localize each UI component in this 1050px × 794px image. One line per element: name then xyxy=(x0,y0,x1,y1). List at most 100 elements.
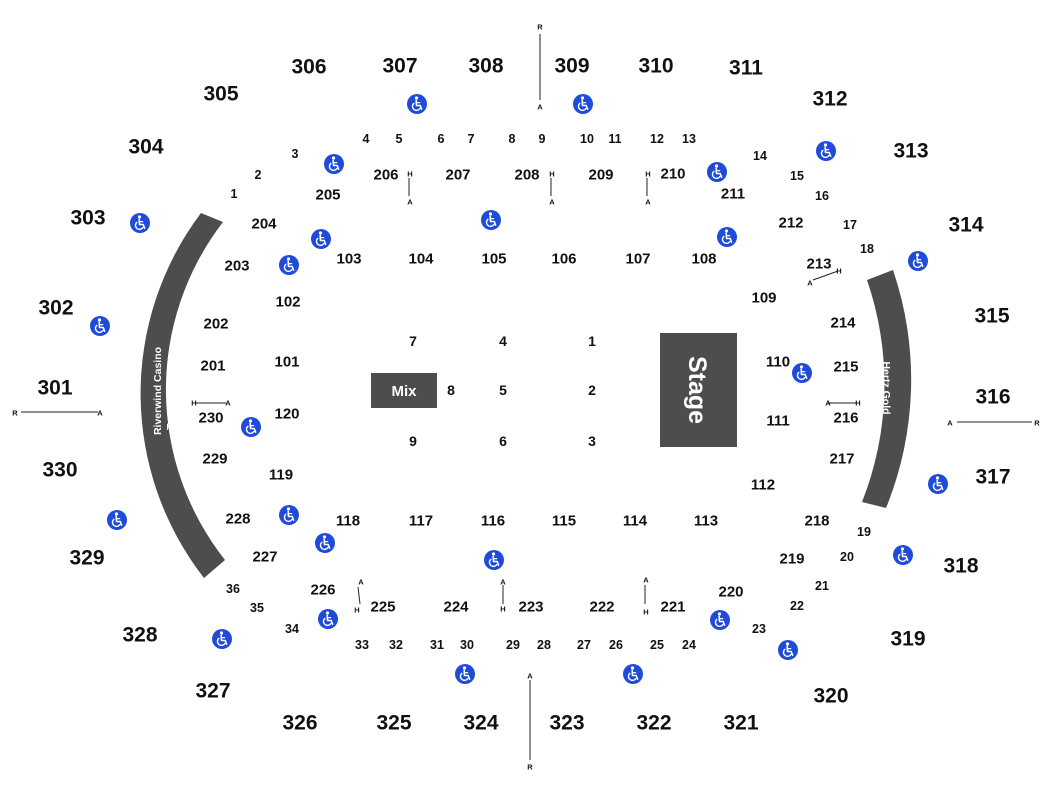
row-section-35[interactable]: 35 xyxy=(250,601,264,615)
row-section-22[interactable]: 22 xyxy=(790,599,804,613)
section-106[interactable]: 106 xyxy=(551,251,576,268)
row-section-36[interactable]: 36 xyxy=(226,582,240,596)
row-section-32[interactable]: 32 xyxy=(389,638,403,652)
row-section-33[interactable]: 33 xyxy=(355,638,369,652)
row-section-11[interactable]: 11 xyxy=(608,132,621,146)
section-225[interactable]: 225 xyxy=(370,599,395,616)
row-section-13[interactable]: 13 xyxy=(682,132,696,146)
section-227[interactable]: 227 xyxy=(252,549,277,566)
section-211[interactable]: 211 xyxy=(721,186,745,203)
section-214[interactable]: 214 xyxy=(830,315,856,332)
section-317[interactable]: 317 xyxy=(975,466,1010,489)
section-204[interactable]: 204 xyxy=(251,216,277,233)
row-section-15[interactable]: 15 xyxy=(790,169,804,183)
floor-section-7[interactable]: 7 xyxy=(409,333,417,349)
section-301[interactable]: 301 xyxy=(37,377,72,400)
row-section-24[interactable]: 24 xyxy=(682,638,696,652)
floor-section-1[interactable]: 1 xyxy=(588,333,596,349)
section-308[interactable]: 308 xyxy=(468,55,503,78)
row-section-6[interactable]: 6 xyxy=(438,132,445,146)
section-315[interactable]: 315 xyxy=(974,305,1009,328)
row-section-17[interactable]: 17 xyxy=(843,218,857,232)
row-section-28[interactable]: 28 xyxy=(537,638,551,652)
row-section-8[interactable]: 8 xyxy=(509,132,516,146)
row-section-19[interactable]: 19 xyxy=(857,525,871,539)
section-302[interactable]: 302 xyxy=(38,297,73,320)
row-section-20[interactable]: 20 xyxy=(840,550,854,564)
floor-section-2[interactable]: 2 xyxy=(588,382,596,398)
section-224[interactable]: 224 xyxy=(443,599,469,616)
right-terrace-lounge[interactable] xyxy=(862,270,912,508)
section-303[interactable]: 303 xyxy=(70,207,105,230)
floor-section-3[interactable]: 3 xyxy=(588,433,596,449)
section-309[interactable]: 309 xyxy=(554,55,589,78)
section-318[interactable]: 318 xyxy=(943,555,978,578)
section-116[interactable]: 116 xyxy=(481,513,505,530)
row-section-26[interactable]: 26 xyxy=(609,638,623,652)
floor-section-6[interactable]: 6 xyxy=(499,433,507,449)
floor-section-8[interactable]: 8 xyxy=(447,382,455,398)
section-208[interactable]: 208 xyxy=(514,167,539,184)
section-327[interactable]: 327 xyxy=(195,680,230,703)
section-310[interactable]: 310 xyxy=(638,55,673,78)
section-221[interactable]: 221 xyxy=(660,599,685,616)
section-316[interactable]: 316 xyxy=(975,386,1010,409)
section-319[interactable]: 319 xyxy=(890,628,925,651)
row-section-5[interactable]: 5 xyxy=(396,132,403,146)
section-215[interactable]: 215 xyxy=(833,359,858,376)
section-101[interactable]: 101 xyxy=(274,354,299,371)
section-313[interactable]: 313 xyxy=(893,140,928,163)
section-322[interactable]: 322 xyxy=(636,712,671,735)
section-210[interactable]: 210 xyxy=(660,166,685,183)
floor-section-9[interactable]: 9 xyxy=(409,433,417,449)
section-212[interactable]: 212 xyxy=(778,215,803,232)
section-307[interactable]: 307 xyxy=(382,55,417,78)
section-217[interactable]: 217 xyxy=(829,451,854,468)
section-229[interactable]: 229 xyxy=(202,451,227,468)
row-section-2[interactable]: 2 xyxy=(255,168,262,182)
section-228[interactable]: 228 xyxy=(225,511,250,528)
section-330[interactable]: 330 xyxy=(42,459,77,482)
section-305[interactable]: 305 xyxy=(203,83,238,106)
section-110[interactable]: 110 xyxy=(766,354,790,371)
section-109[interactable]: 109 xyxy=(751,290,776,307)
row-section-23[interactable]: 23 xyxy=(752,622,766,636)
row-section-27[interactable]: 27 xyxy=(577,638,591,652)
section-216[interactable]: 216 xyxy=(833,410,858,427)
section-222[interactable]: 222 xyxy=(589,599,614,616)
section-105[interactable]: 105 xyxy=(481,251,506,268)
row-section-31[interactable]: 31 xyxy=(430,638,444,652)
section-321[interactable]: 321 xyxy=(723,712,758,735)
left-terrace-lounge[interactable] xyxy=(140,213,225,578)
section-104[interactable]: 104 xyxy=(408,251,434,268)
section-117[interactable]: 117 xyxy=(409,513,433,530)
section-219[interactable]: 219 xyxy=(779,551,804,568)
section-324[interactable]: 324 xyxy=(463,712,498,735)
section-203[interactable]: 203 xyxy=(224,258,249,275)
section-220[interactable]: 220 xyxy=(718,584,743,601)
section-218[interactable]: 218 xyxy=(804,513,829,530)
section-320[interactable]: 320 xyxy=(813,685,848,708)
section-325[interactable]: 325 xyxy=(376,712,411,735)
section-329[interactable]: 329 xyxy=(69,547,104,570)
section-111[interactable]: 111 xyxy=(766,413,789,430)
section-304[interactable]: 304 xyxy=(128,136,163,159)
row-section-16[interactable]: 16 xyxy=(815,189,829,203)
section-323[interactable]: 323 xyxy=(549,712,584,735)
section-311[interactable]: 311 xyxy=(729,57,763,80)
section-328[interactable]: 328 xyxy=(122,624,157,647)
row-section-34[interactable]: 34 xyxy=(285,622,299,636)
section-230[interactable]: 230 xyxy=(198,410,223,427)
section-112[interactable]: 112 xyxy=(751,477,775,494)
section-226[interactable]: 226 xyxy=(310,582,335,599)
row-section-7[interactable]: 7 xyxy=(468,132,475,146)
section-118[interactable]: 118 xyxy=(336,513,360,530)
row-section-12[interactable]: 12 xyxy=(650,132,664,146)
row-section-29[interactable]: 29 xyxy=(506,638,520,652)
row-section-9[interactable]: 9 xyxy=(539,132,546,146)
row-section-4[interactable]: 4 xyxy=(363,132,370,146)
row-section-30[interactable]: 30 xyxy=(460,638,474,652)
section-113[interactable]: 113 xyxy=(694,513,718,530)
section-102[interactable]: 102 xyxy=(275,294,300,311)
section-213[interactable]: 213 xyxy=(806,256,831,273)
